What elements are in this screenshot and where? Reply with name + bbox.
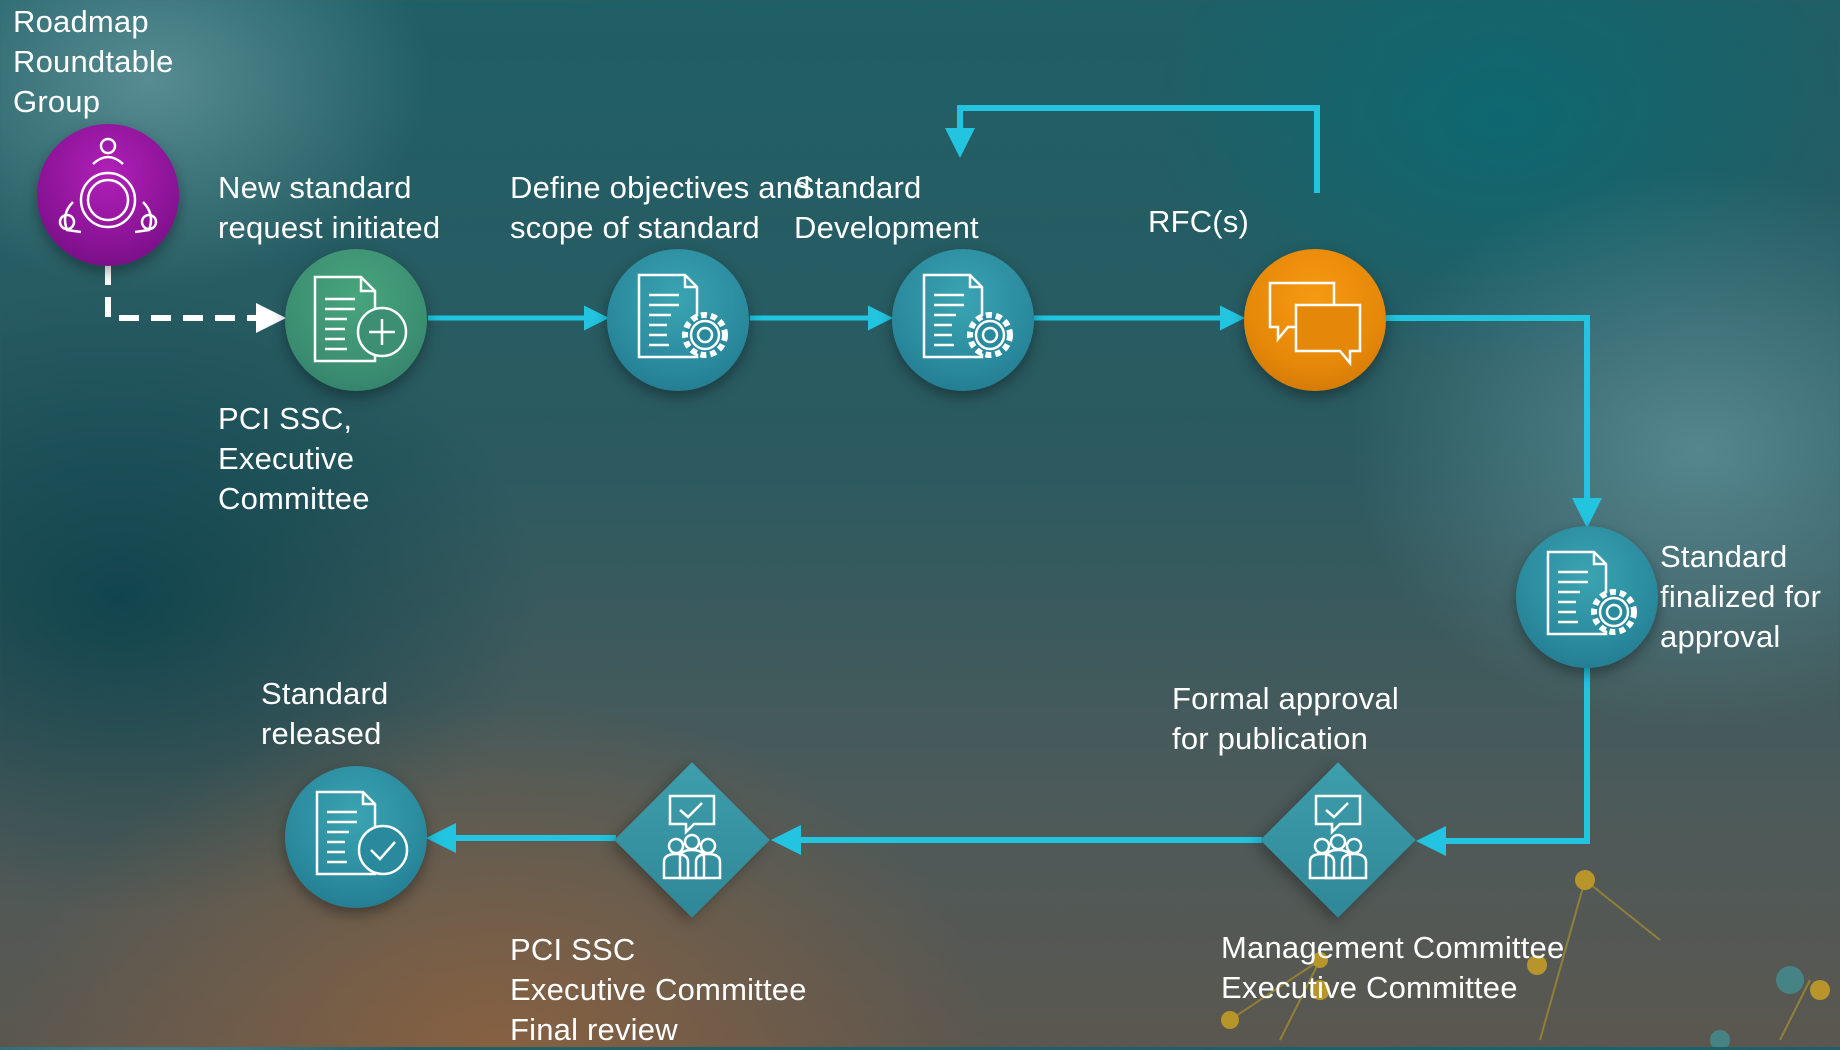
document-gear-icon <box>1546 550 1637 636</box>
document-gear-icon <box>922 273 1013 359</box>
document-check-icon <box>315 790 409 876</box>
document-gear-icon <box>637 273 728 359</box>
new-request-label: New standard request initiated <box>218 170 441 245</box>
document-add-icon <box>313 275 408 363</box>
roadmap-label: Roadmap Roundtable Group <box>13 4 174 119</box>
released-node[interactable] <box>285 766 427 908</box>
dashed-connector <box>105 265 286 333</box>
formal-label: Formal approval for publication <box>1172 681 1399 756</box>
arrow-finalized-to-formal <box>1416 668 1590 856</box>
formal-approval-node[interactable] <box>1260 762 1416 918</box>
finalized-node[interactable] <box>1516 526 1658 668</box>
roadmap-node[interactable] <box>37 124 179 266</box>
rfc-label: RFC(s) <box>1148 204 1250 239</box>
released-label: Standard released <box>261 676 389 751</box>
development-node[interactable] <box>892 249 1034 391</box>
arrow-rfc-to-finalized <box>1386 315 1602 528</box>
new-request-owner: PCI SSC, Executive Committee <box>218 401 370 516</box>
meeting-table-icon <box>58 137 158 234</box>
new-request-node[interactable] <box>285 249 427 391</box>
define-node[interactable] <box>607 249 749 391</box>
development-label: Standard Development <box>794 170 979 245</box>
final-review-node[interactable] <box>614 762 770 918</box>
define-label: Define objectives and scope of standard <box>510 170 811 245</box>
arrow-rfc-feedback <box>945 105 1320 193</box>
final-review-owners: PCI SSC Executive Committee Final review <box>510 932 807 1047</box>
group-approval-icon <box>1308 794 1368 880</box>
finalized-label: Standard finalized for approval <box>1660 539 1822 654</box>
chat-bubbles-icon <box>1268 281 1362 367</box>
formal-approvers: Management Committee Executive Committee <box>1221 930 1565 1005</box>
rfc-node[interactable] <box>1244 249 1386 391</box>
group-approval-icon <box>662 794 722 880</box>
